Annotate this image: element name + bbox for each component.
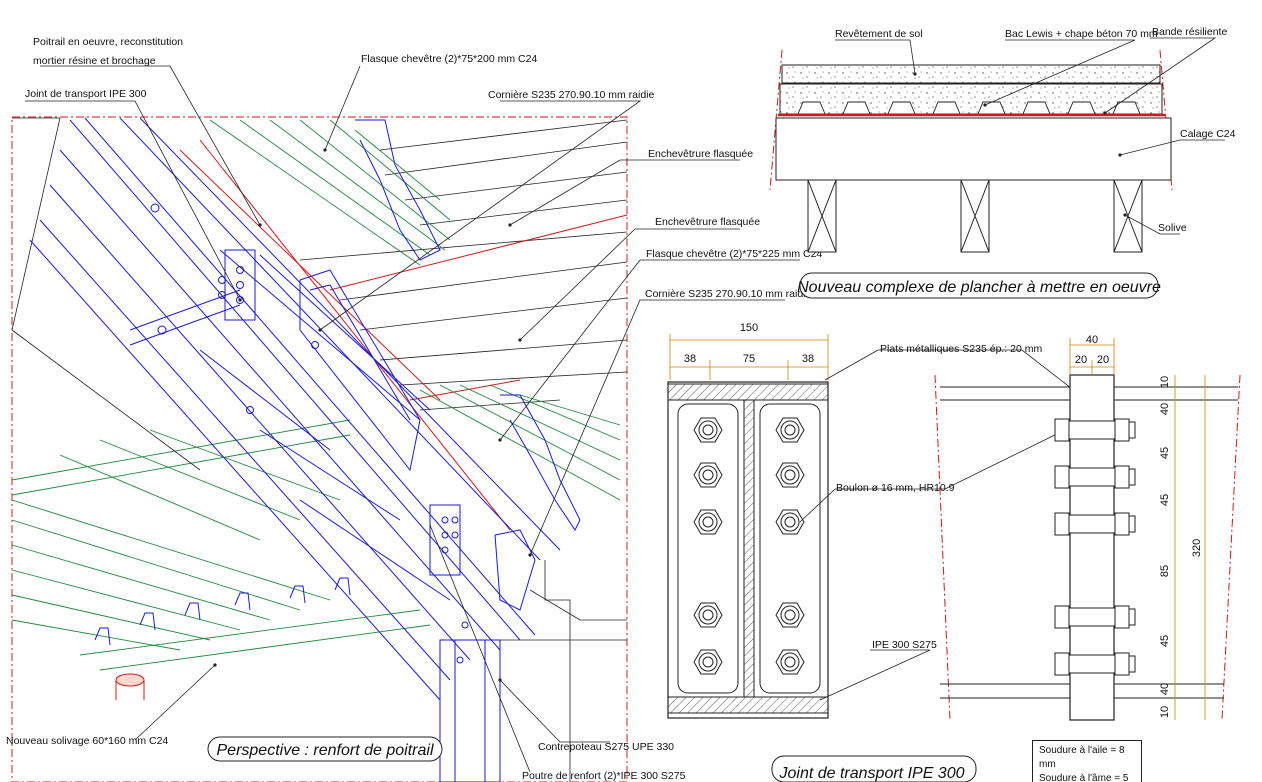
dim-v-4: 45 xyxy=(1159,494,1171,506)
label-enchevetrure-2: Enchevêtrure flasquée xyxy=(655,216,760,228)
leader-dots xyxy=(213,148,532,682)
floor-leaders xyxy=(835,37,1225,235)
label-solivage: Nouveau solivage 60*160 mm C24 xyxy=(6,735,168,747)
chape-layer xyxy=(779,83,1163,115)
plan-dim-lines xyxy=(669,334,829,380)
label-ipe: IPE 300 S275 xyxy=(872,639,937,651)
joint-plan-view: 150 38 75 38 xyxy=(667,322,1081,719)
floor-title-box xyxy=(799,272,1159,299)
floor-title: Nouveau complexe de plancher à mettre en… xyxy=(797,279,1161,296)
joint-title-box xyxy=(771,755,977,782)
dim-side-total-w: 40 xyxy=(1086,334,1098,346)
side-dim-lines xyxy=(1069,338,1206,720)
leader-lines xyxy=(25,65,800,773)
bolts-perspective xyxy=(150,203,469,664)
joist-hangers xyxy=(94,577,351,646)
enchevetrure-planks xyxy=(299,119,628,411)
dim-side-w1: 20 xyxy=(1075,354,1087,366)
label-joint-transport: Joint de transport IPE 300 xyxy=(25,88,147,100)
plan-bolts xyxy=(693,417,805,675)
dim-side-w2: 20 xyxy=(1097,354,1109,366)
green-floor-joists xyxy=(11,419,431,671)
web xyxy=(743,399,755,698)
red-beam-lines xyxy=(179,139,628,531)
dim-v-6: 45 xyxy=(1159,635,1171,647)
perspective-title: Perspective : renfort de poitrail xyxy=(217,742,434,759)
perspective-title-box xyxy=(207,736,443,762)
dim-v-1: 10 xyxy=(1159,376,1171,388)
dim-total-h: 320 xyxy=(1191,539,1203,557)
pipe-section xyxy=(115,673,145,687)
label-bac: Bac Lewis + chape béton 70 mm xyxy=(1005,28,1158,40)
label-corniere-top: Cornière S235 270.90.10 mm raidie xyxy=(488,89,655,101)
dim-v-2: 40 xyxy=(1159,403,1171,415)
perspective-view: Poitrail en oeuvre, reconstitution morti… xyxy=(6,36,822,782)
calage-layer xyxy=(775,117,1172,181)
label-bande: Bande résiliente xyxy=(1152,26,1227,38)
label-enchevetrure-1: Enchevêtrure flasquée xyxy=(648,148,753,160)
weld-note-flange: Soudure à l'aile = 8 mm xyxy=(1039,745,1125,770)
floor-section-view: Revêtement de sol Bac Lewis + chape béto… xyxy=(769,26,1236,299)
top-flange xyxy=(667,383,829,401)
label-revetement: Revêtement de sol xyxy=(835,28,923,40)
label-poitrail-line1: Poitrail en oeuvre, reconstitution xyxy=(33,36,183,48)
label-calage: Calage C24 xyxy=(1180,128,1236,140)
joint-side-view: 40 20 20 10 40 45 45 85 45 40 10 320 Joi… xyxy=(771,334,1241,782)
label-flasque-200: Flasque chevêtre (2)*75*200 mm C24 xyxy=(361,53,537,65)
green-timber-top xyxy=(209,119,621,501)
dim-plan-total: 150 xyxy=(740,322,758,334)
label-plats: Plats métalliques S235 ép.: 20 mm xyxy=(880,343,1043,355)
inner-plate-left xyxy=(677,403,739,694)
label-cut: Poutre de renfort (2)*IPE 300 S275 xyxy=(522,770,686,782)
steel-beam-assembly xyxy=(29,117,581,782)
dim-v-3: 45 xyxy=(1159,447,1171,459)
inner-plate-right xyxy=(759,403,821,694)
dim-plan-part-3: 38 xyxy=(802,353,814,365)
dim-plan-part-2: 75 xyxy=(743,353,755,365)
plan-leaders xyxy=(799,349,1081,701)
wall-outline xyxy=(11,117,627,782)
bottom-flange xyxy=(667,696,829,714)
dim-v-8: 10 xyxy=(1159,706,1171,718)
weld-notes: Soudure à l'aile = 8 mm Soudure à l'âme … xyxy=(1032,740,1142,782)
label-contrepoteau: Contrepoteau S275 UPE 330 xyxy=(538,741,674,753)
dim-v-5: 85 xyxy=(1159,565,1171,577)
label-poitrail-line2: mortier résine et brochage xyxy=(33,55,156,67)
side-vertical-dims: 10 40 45 45 85 45 40 10 320 xyxy=(1159,376,1203,718)
side-bolts xyxy=(1054,418,1136,676)
revetement-layer xyxy=(781,64,1161,84)
weld-note-web: Soudure à l'âme = 5 mm xyxy=(1039,773,1129,782)
dim-plan-part-1: 38 xyxy=(684,353,696,365)
perspective-frame xyxy=(11,116,628,782)
joint-title: Joint de transport IPE 300 xyxy=(779,765,965,782)
label-solive: Solive xyxy=(1158,222,1187,234)
solives xyxy=(807,179,1143,253)
label-boulon: Boulon ø 16 mm, HR10.9 xyxy=(836,482,955,494)
label-corniere-bottom: Cornière S235 270.90.10 mm raidie xyxy=(645,288,812,300)
label-flasque-225: Flasque chevêtre (2)*75*225 mm C24 xyxy=(646,248,822,260)
dim-v-7: 40 xyxy=(1159,683,1171,695)
